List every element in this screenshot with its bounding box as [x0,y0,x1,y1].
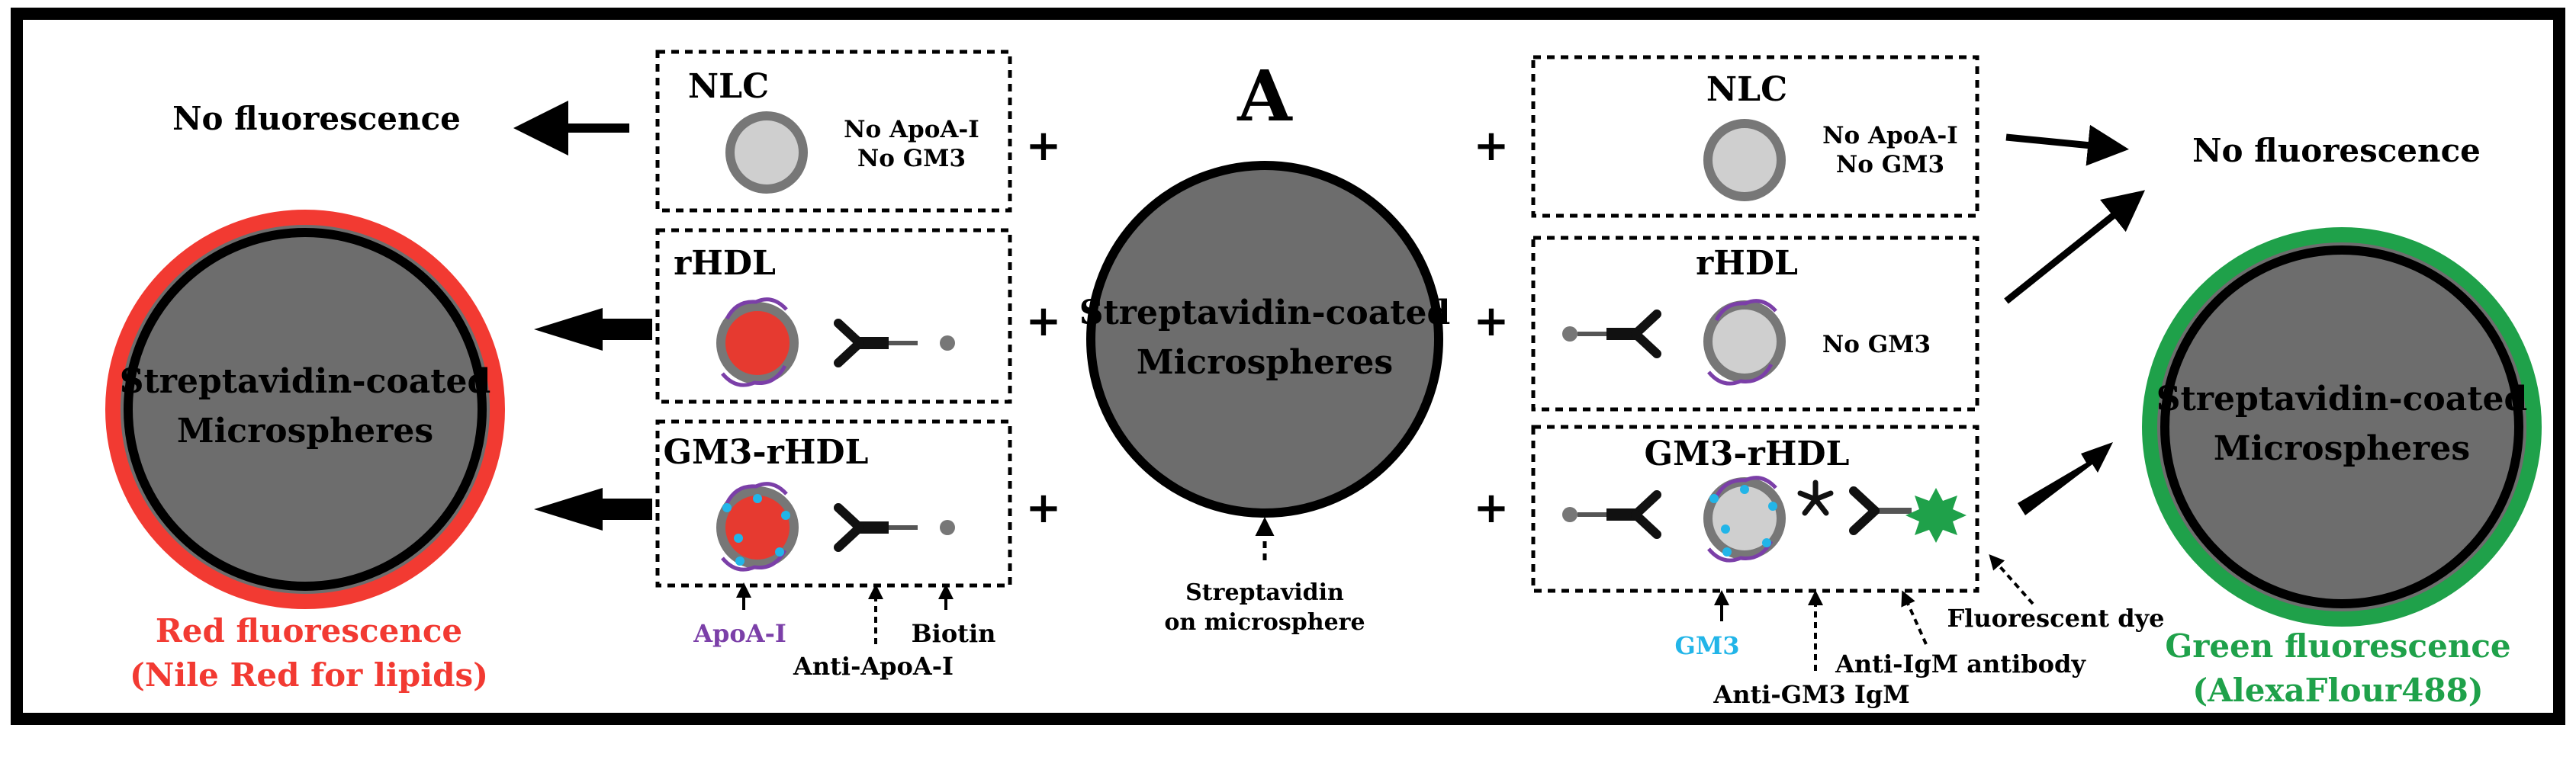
left-gm3-anti-apoa-antibody [838,508,918,547]
left-no-fluorescence: No fluorescence [172,100,461,137]
apoa-label: ApoA-I [693,619,786,648]
left-microsphere-red: Streptavidin-coated Microspheres [105,210,505,609]
right-rhdl-apoa [1707,299,1777,386]
anti-igm-pointer [1901,590,1928,645]
right-gm3-anti-gm3-igm [1577,495,1657,534]
left-sphere-line2: Microspheres [177,412,433,451]
right-arrow-nlc [2005,124,2129,166]
nile-red-label: (Nile Red for lipids) [130,656,488,694]
biotin-label: Biotin [912,619,996,648]
right-nlc-particle [1703,119,1786,201]
right-nlc-note1: No ApoA-I [1822,122,1958,149]
right-rhdl-title: rHDL [1696,244,1798,283]
green-fluorescence-label: Green fluorescence [2165,627,2510,665]
right-sphere-line1: Streptavidin-coated [2156,380,2528,419]
left-rhdl-biotin [940,335,955,351]
dye-pointer [1989,554,2034,605]
left-rhdl-anti-apoa-antibody [838,323,918,363]
left-gm3-dots [722,494,790,566]
right-nlc-note2: No GM3 [1836,151,1944,178]
left-nlc-note2: No GM3 [857,145,966,172]
right-gm3-biotin [1562,507,1577,522]
dye-label: Fluorescent dye [1947,604,2164,633]
right-sphere-line2: Microspheres [2214,429,2470,468]
right-nlc-title: NLC [1706,70,1787,109]
streptavidin-label-line1: Streptavidin [1185,579,1344,606]
left-box-rhdl: rHDL [655,228,1012,404]
left-rhdl-particle [721,300,794,385]
plus-right-1: + [1474,120,1510,171]
right-rhdl-anti-gm3-igm [1577,314,1657,354]
anti-igm-label: Anti-IgM antibody [1835,650,2086,678]
anti-gm3-label: Anti-GM3 IgM [1713,680,1909,709]
right-rhdl-biotin [1562,326,1577,342]
left-nlc-title: NLC [688,67,769,106]
left-box-gm3: GM3-rHDL [655,419,1012,588]
plus-left-3: + [1026,483,1062,533]
left-nlc-particle [725,111,808,194]
right-anti-igm-antibody [1849,486,1912,535]
igm-pentamer-icon [1797,480,1834,516]
plus-left-1: + [1026,120,1062,171]
left-rhdl-title: rHDL [674,244,776,283]
left-nlc-note1: No ApoA-I [844,116,979,143]
right-no-fluorescence: No fluorescence [2192,132,2481,169]
right-arrow-rhdl [2004,190,2146,304]
right-box-nlc: NLC No ApoA-I No GM3 [1531,55,1979,218]
fluorescent-dye-star [1905,488,1967,543]
right-gm3-dots [1709,485,1777,557]
outer-frame [11,8,2565,725]
right-box-rhdl: rHDL No GM3 [1531,236,1979,412]
right-box-gm3: GM3-rHDL [1531,425,1979,593]
left-box-nlc: NLC No ApoA-I No GM3 [655,50,1012,213]
red-fluorescence-label: Red fluorescence [156,612,462,650]
gm3-label: GM3 [1674,631,1739,660]
right-rhdl-note: No GM3 [1822,331,1931,358]
left-arrow-gm3 [534,488,652,531]
anti-apoa-label: Anti-ApoA-I [793,652,954,681]
plus-left-2: + [1026,296,1062,346]
left-arrow-rhdl [534,308,652,351]
panel-label: A [1237,55,1293,137]
plus-right-2: + [1474,296,1510,346]
center-sphere-line1: Streptavidin-coated [1079,293,1451,332]
center-sphere-line2: Microspheres [1137,343,1393,382]
right-gm3-apoa [1707,476,1777,563]
right-arrow-gm3 [2018,442,2113,515]
center-microsphere: Streptavidin-coated Microspheres [1079,161,1451,518]
left-sphere-line1: Streptavidin-coated [120,362,491,401]
right-gm3-title: GM3-rHDL [1644,435,1849,473]
plus-right-3: + [1474,483,1510,533]
left-gm3-title: GM3-rHDL [663,433,868,472]
right-microsphere-green: Streptavidin-coated Microspheres [2142,227,2542,627]
alexa-label: (AlexaFlour488) [2192,672,2483,709]
streptavidin-label-line2: on microsphere [1164,609,1365,636]
left-gm3-biotin [940,520,955,535]
